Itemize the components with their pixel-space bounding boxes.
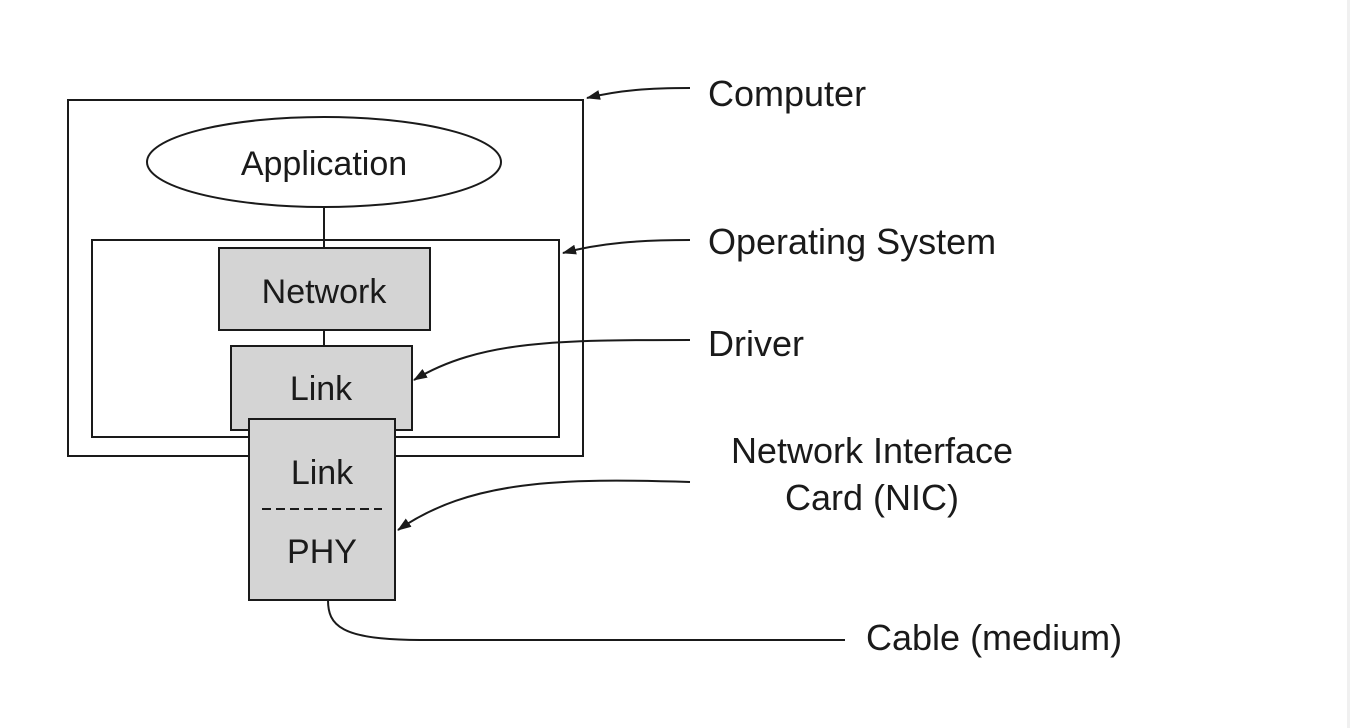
driver-label: Driver <box>708 323 804 364</box>
computer-arrow <box>586 87 691 100</box>
computer-label: Computer <box>708 73 866 114</box>
nic-phy-label: PHY <box>287 533 357 571</box>
nic-label-line1: Network Interface <box>731 430 1013 471</box>
application-node <box>146 116 502 208</box>
cable-line <box>327 599 845 641</box>
application-label: Application <box>241 145 407 183</box>
driver-link-label: Link <box>290 370 353 408</box>
cable-label: Cable (medium) <box>866 617 1122 658</box>
nic-label-line2: Card (NIC) <box>785 477 959 518</box>
scrollbar-track[interactable] <box>1347 0 1350 728</box>
network-layer-box <box>218 247 431 331</box>
network-layer-label: Network <box>262 273 388 311</box>
operating-system-arrow <box>562 239 691 255</box>
driver-arrow <box>413 339 691 381</box>
nic-arrow <box>397 479 691 531</box>
operating-system-label: Operating System <box>708 221 996 262</box>
nic-link-label: Link <box>291 454 354 492</box>
driver-link-box <box>230 345 413 431</box>
